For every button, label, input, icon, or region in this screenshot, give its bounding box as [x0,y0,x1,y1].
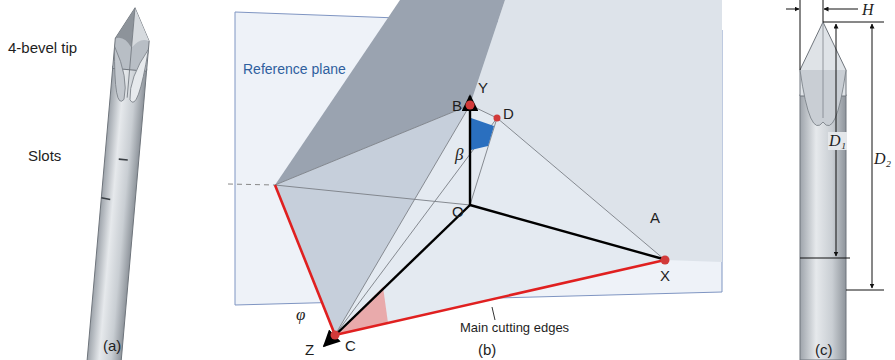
point-label: B [452,98,462,115]
leader-line [275,185,470,205]
leader-line [800,0,801,70]
dimension-label: D₁ [828,132,847,150]
leader-line [470,118,497,205]
tip-geometry-b [228,0,722,346]
needle-a [87,7,152,360]
part-label: Slots [28,148,61,165]
leader-line [127,8,135,98]
leader-line [275,105,470,185]
leader-line [840,9,858,10]
leader-line [101,198,110,200]
point-label: D [503,106,514,123]
needle-c [786,0,884,360]
leader-line [786,9,799,10]
shape-group [275,185,665,335]
point-label: A [650,210,660,227]
drawn-shape [110,46,129,101]
leader-line [470,205,663,259]
point-label: C [345,338,356,355]
leader-line [800,258,850,259]
angle-label: φ [296,306,305,325]
shape-group [331,101,670,340]
leader-line [469,96,471,205]
leader-line [824,9,840,10]
part-label: 4-bevel tip [8,40,77,57]
leader-line [497,118,665,260]
drawn-shape [129,48,148,103]
point-dot [466,101,475,110]
panel-label: (a) [103,338,121,355]
dimension-label: H [862,1,874,19]
plane-label: Reference plane [243,62,346,77]
leader-line [324,205,470,346]
dimension-label: D₂ [873,150,892,168]
point-dot [331,331,340,340]
axis-label: Y [478,80,488,97]
panel-label: (c) [815,342,833,359]
leader-line [275,185,335,335]
leader-line [335,260,665,335]
angle-label: β [455,146,463,165]
leader-line [119,158,128,160]
shape-group [324,96,663,346]
edge-label: Main cutting edges [460,321,569,335]
panel-label: (b) [478,342,496,359]
point-dot [661,256,670,265]
axis-label: X [660,268,670,285]
needle-shaft [87,66,147,360]
leader-line [228,184,275,185]
drawn-face [471,118,494,150]
point-label: O [452,204,464,221]
axis-label: Z [305,342,314,359]
leader-line [823,22,884,23]
point-dot [494,115,501,122]
leader-line [846,290,884,291]
drawn-face [335,105,665,335]
shape-group [786,0,884,290]
leader-line [823,0,824,22]
leader-line [823,22,824,118]
leader-line [492,307,495,320]
leader-line [335,105,470,335]
